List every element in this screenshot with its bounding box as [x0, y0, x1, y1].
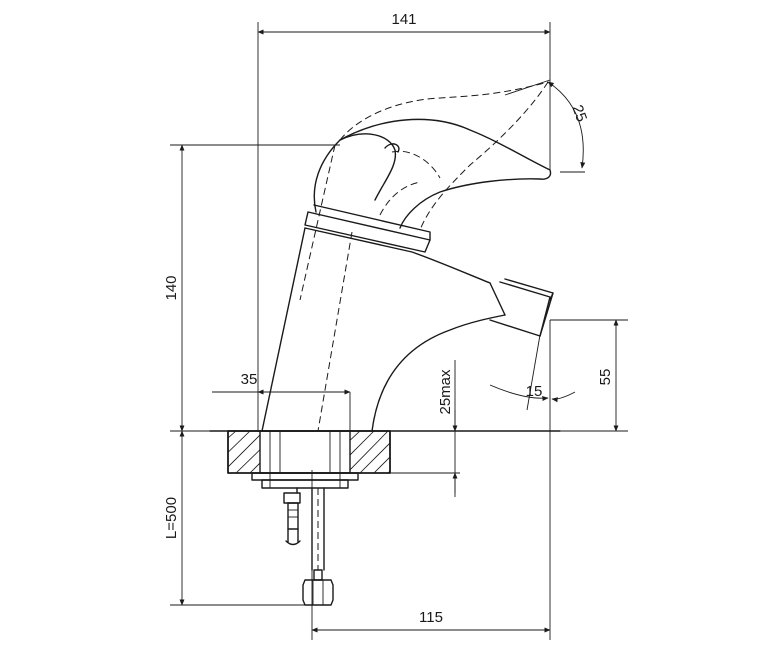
dim-overall-width: 141 — [257, 11, 551, 432]
faucet-body — [261, 144, 506, 432]
dim-max-thickness-label: 25max — [437, 369, 454, 415]
dim-height: 140 — [163, 144, 340, 432]
supply-hose — [302, 487, 334, 606]
dim-spout-angle-label: 15 — [526, 383, 543, 400]
dim-lever-angle-label: 25 — [568, 103, 590, 124]
dim-spout-reach: 115 — [311, 420, 551, 640]
dim-spout-height-label: 55 — [597, 369, 614, 386]
dim-max-thickness: 25max — [390, 360, 460, 497]
dim-overall-width-label: 141 — [391, 11, 416, 28]
pop-up-rod — [283, 487, 301, 546]
dim-height-label: 140 — [163, 275, 180, 300]
dim-lever-angle: 25 — [504, 79, 590, 173]
dim-spout-angle: 15 — [489, 320, 576, 420]
mounting-nut — [251, 472, 359, 489]
dim-spout-reach-label: 115 — [419, 609, 443, 626]
dim-hose-length: L=500 — [163, 430, 305, 606]
spout-nozzle — [489, 278, 554, 337]
countertop-section — [209, 430, 561, 474]
dim-base-diameter: 35 — [212, 371, 351, 431]
dim-hose-length-label: L=500 — [163, 497, 180, 539]
lever-handle — [304, 81, 552, 253]
dim-base-diameter-label: 35 — [241, 371, 258, 388]
